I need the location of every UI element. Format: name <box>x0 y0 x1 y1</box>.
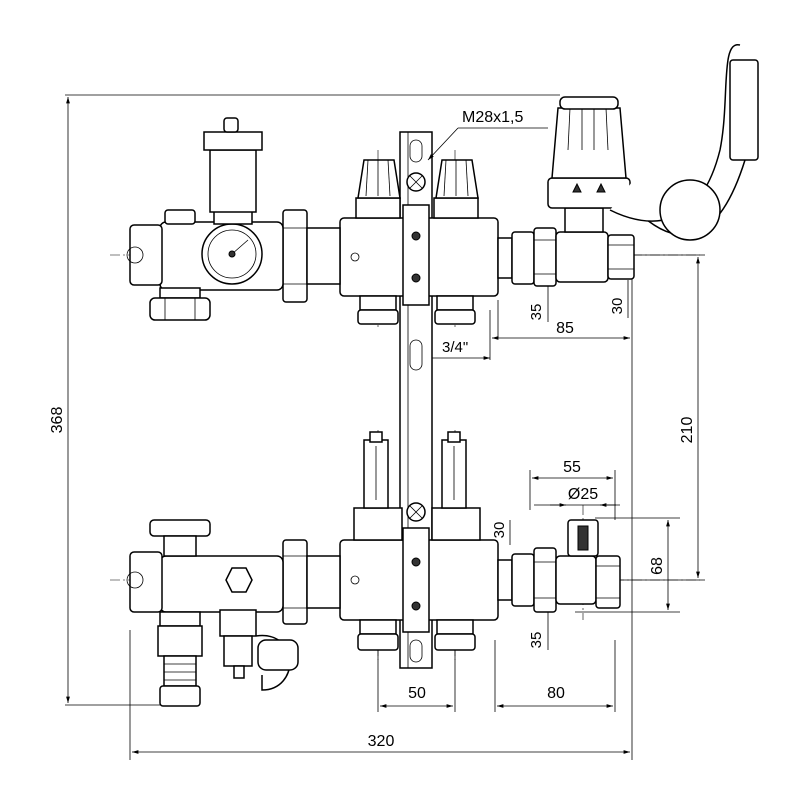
offset-30-top-label: 30 <box>609 298 626 315</box>
dimension-lines <box>66 97 700 754</box>
valve-30-label: 30 <box>491 522 508 539</box>
width-55-label: 55 <box>563 459 581 476</box>
top-valve-caps <box>355 159 479 219</box>
top-manifold <box>126 44 759 325</box>
thread-label: M28x1,5 <box>462 109 523 126</box>
outlet-spacing-label: 50 <box>408 685 426 702</box>
vertical-210-label: 210 <box>679 417 696 444</box>
dimension-labels: M28x1,5 368 35 30 85 3/4" 210 55 Ø25 30 … <box>49 109 696 750</box>
diameter-label: Ø25 <box>568 486 598 503</box>
bottom-80-label: 80 <box>547 685 565 702</box>
drain-valve <box>157 611 203 707</box>
overall-height-label: 368 <box>49 407 66 434</box>
bottom-35-label: 35 <box>528 632 545 649</box>
offset-35-top-label: 35 <box>528 304 545 321</box>
valve-68-label: 68 <box>649 557 666 575</box>
air-vent <box>203 117 263 225</box>
pipe-size-label: 3/4" <box>442 339 468 356</box>
top-outlets <box>357 295 476 325</box>
flow-meters <box>353 431 481 541</box>
offset-85-label: 85 <box>556 320 574 337</box>
overall-width-label: 320 <box>368 733 395 750</box>
bottom-manifold <box>126 431 621 707</box>
pressure-gauge <box>201 223 263 285</box>
